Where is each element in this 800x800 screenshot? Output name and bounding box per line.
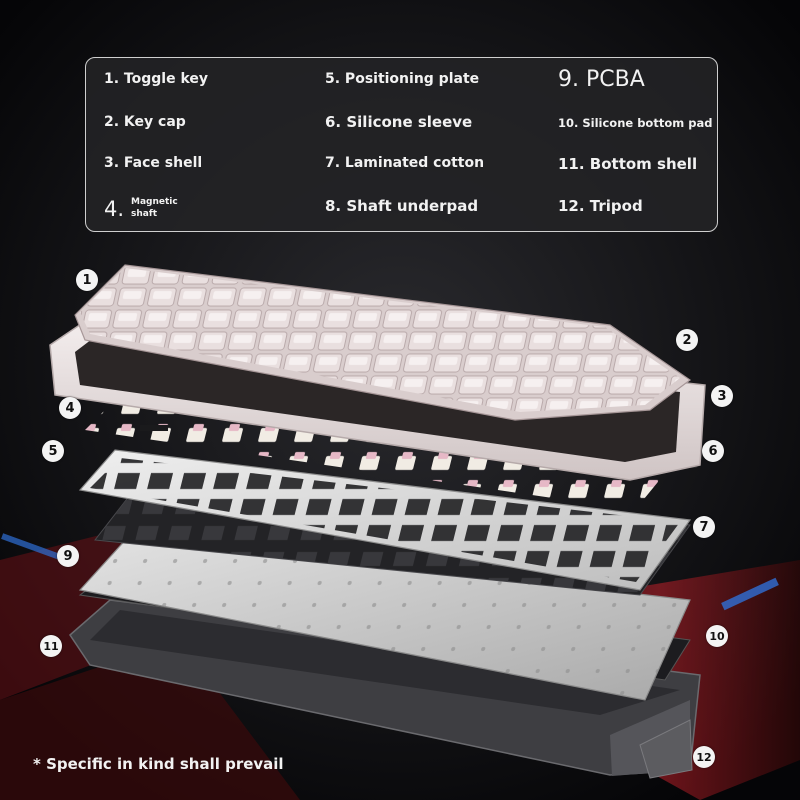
legend-magnetic-shaft-text: Magnetic shaft xyxy=(131,197,178,219)
legend-shaft-underpad: 8. Shaft underpad xyxy=(325,197,479,215)
legend-positioning-plate: 5. Positioning plate xyxy=(325,71,480,87)
legend-tripod: 12. Tripod xyxy=(558,197,643,215)
callout-7: 7 xyxy=(693,516,715,538)
legend-silicone-sleeve: 6. Silicone sleeve xyxy=(325,113,473,131)
callout-3: 3 xyxy=(711,385,733,407)
callout-1: 1 xyxy=(76,269,98,291)
footnote: * Specific in kind shall prevail xyxy=(33,755,284,773)
legend-magnetic-shaft-number: 4. xyxy=(104,197,125,221)
legend-panel xyxy=(85,57,718,232)
legend-face-shell: 3. Face shell xyxy=(104,155,203,171)
legend-key-cap: 2. Key cap xyxy=(104,114,186,130)
legend-pcba: 9. PCBA xyxy=(558,67,645,92)
callout-11: 11 xyxy=(40,635,62,657)
callout-5: 5 xyxy=(42,440,64,462)
legend-toggle-key: 1. Toggle key xyxy=(104,71,209,87)
legend-bottom-shell: 11. Bottom shell xyxy=(558,155,698,173)
legend-laminated-cotton: 7. Laminated cotton xyxy=(325,155,485,171)
legend-silicone-bottom-pad: 10. Silicone bottom pad xyxy=(558,116,713,130)
callout-4: 4 xyxy=(59,397,81,419)
callout-12: 12 xyxy=(693,746,715,768)
callout-6: 6 xyxy=(702,440,724,462)
callout-10: 10 xyxy=(706,625,728,647)
callout-2: 2 xyxy=(676,329,698,351)
callout-9: 9 xyxy=(57,545,79,567)
